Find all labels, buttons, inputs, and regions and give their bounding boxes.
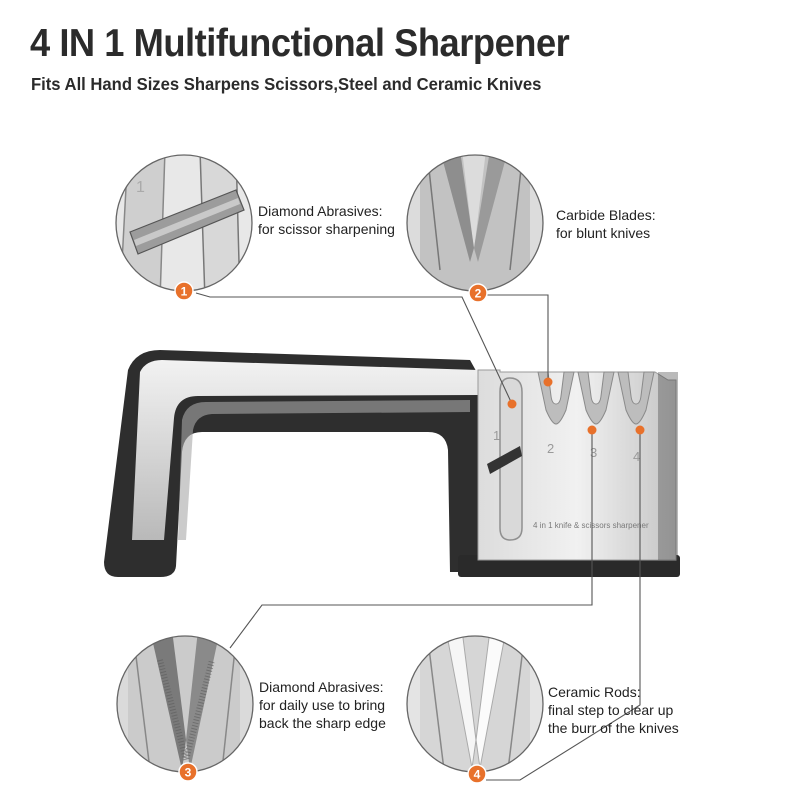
slot-marker	[543, 377, 553, 387]
callout-1-title: Diamond Abrasives:	[258, 203, 383, 219]
callout-1-text: Diamond Abrasives: for scissor sharpenin…	[258, 202, 395, 238]
callout-badge-3	[178, 762, 198, 782]
callout-4-line: final step to clear up	[548, 702, 674, 718]
page-title: 4 IN 1 Multifunctional Sharpener	[30, 22, 570, 65]
callout-1-line: for scissor sharpening	[258, 221, 395, 237]
callout-3-line: back the sharp edge	[259, 715, 386, 731]
callout-4-title: Ceramic Rods:	[548, 684, 641, 700]
slot-4	[617, 371, 655, 425]
detail-circle-3: 3	[116, 635, 254, 782]
callout-badge-1	[174, 281, 194, 301]
leader-line-3	[229, 430, 593, 649]
callout-badge-2	[468, 283, 488, 303]
slot-number: 1	[493, 428, 500, 443]
slot-number: 3	[590, 445, 597, 460]
leader-line-1	[195, 292, 513, 405]
svg-text:2: 2	[475, 287, 482, 301]
sharpener-body: 1 2 3 4 4 in 1 knife & scissors sharpene…	[104, 350, 680, 577]
sharpener-head	[477, 369, 677, 561]
svg-text:1: 1	[181, 285, 188, 299]
slot-markers	[507, 377, 645, 435]
scissor-rod	[487, 446, 522, 474]
slot-marker	[635, 425, 645, 435]
slot-number: 2	[547, 441, 554, 456]
handle-steel-plate	[132, 360, 478, 540]
svg-text:1: 1	[136, 179, 145, 196]
callout-2-text: Carbide Blades: for blunt knives	[556, 206, 656, 242]
slot-3	[577, 371, 615, 425]
svg-text:3: 3	[185, 766, 192, 780]
product-engraving: 4 in 1 knife & scissors sharpener	[533, 521, 649, 530]
callout-3-title: Diamond Abrasives:	[259, 679, 384, 695]
callout-badge-4	[467, 764, 487, 784]
callout-2-title: Carbide Blades:	[556, 207, 656, 223]
callout-3-line: for daily use to bring	[259, 697, 386, 713]
page-subtitle: Fits All Hand Sizes Sharpens Scissors,St…	[31, 74, 542, 94]
callout-4-text: Ceramic Rods: final step to clear up the…	[548, 683, 679, 737]
detail-circle-1: 1 1	[115, 154, 253, 301]
slot-marker	[507, 399, 517, 409]
leader-line-4	[486, 430, 641, 781]
callout-4-line: the burr of the knives	[548, 720, 679, 736]
callout-3-text: Diamond Abrasives: for daily use to brin…	[259, 678, 386, 732]
leader-line-2	[487, 294, 549, 382]
callout-2-line: for blunt knives	[556, 225, 651, 241]
svg-text:4: 4	[474, 768, 481, 782]
slot-marker	[587, 425, 597, 435]
slot-number: 4	[633, 449, 640, 464]
detail-circle-2: 2	[406, 154, 544, 303]
detail-circle-4: 4	[406, 635, 544, 784]
leader-lines	[195, 292, 641, 781]
